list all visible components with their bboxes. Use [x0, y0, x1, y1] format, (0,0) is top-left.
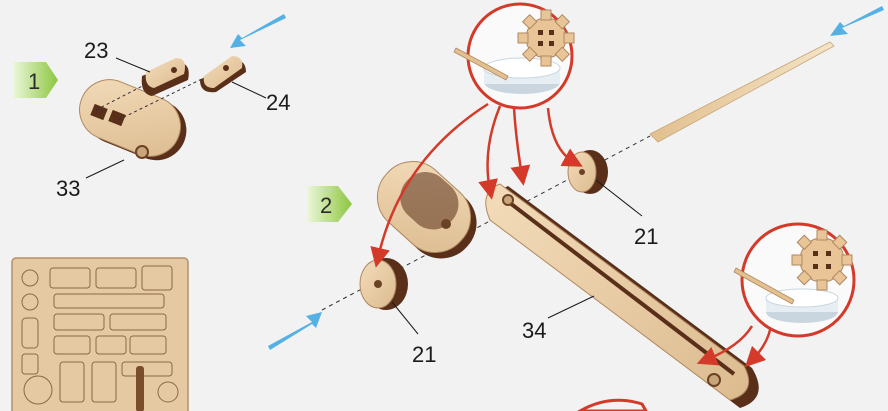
step-1-badge: 1 — [14, 62, 58, 98]
glue-callout-bottom-partial — [580, 400, 646, 411]
plywood-sheet-icon — [12, 258, 188, 411]
part-21-right — [568, 150, 608, 194]
step-1-number: 1 — [28, 69, 40, 94]
toothpick-icon — [650, 42, 834, 142]
step-2-badge: 2 — [308, 186, 352, 222]
blue-arrow-icon-bottom — [268, 312, 322, 350]
blue-arrow-icon-top-right — [830, 6, 884, 36]
part-assembled-hub — [363, 148, 490, 273]
label-part-34: 34 — [522, 318, 546, 343]
gear-icon-right — [792, 230, 852, 290]
glue-callout-right — [734, 224, 854, 336]
part-24 — [200, 56, 246, 92]
label-part-33: 33 — [56, 176, 80, 201]
part-21-left — [360, 258, 408, 310]
glue-callout-top — [454, 4, 574, 108]
step-2-number: 2 — [320, 193, 332, 218]
blue-arrow-icon — [230, 14, 286, 48]
label-part-21-right: 21 — [634, 224, 658, 249]
part-34-bar — [486, 184, 759, 408]
part-23 — [142, 58, 189, 96]
label-part-23: 23 — [84, 38, 108, 63]
part-33-link — [71, 71, 196, 170]
gear-icon — [518, 10, 574, 66]
label-part-21-left: 21 — [412, 342, 436, 367]
label-part-24: 24 — [266, 90, 290, 115]
